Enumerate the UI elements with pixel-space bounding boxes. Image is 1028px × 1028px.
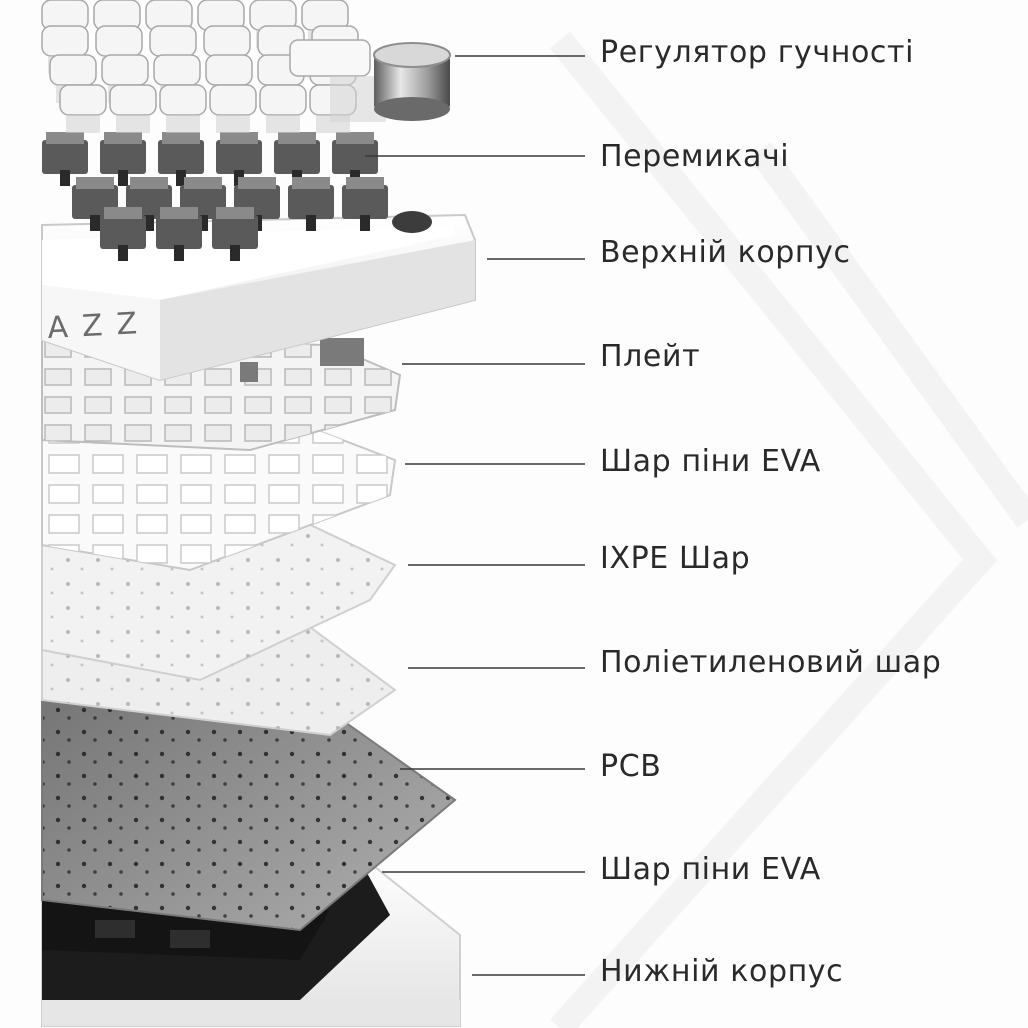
switch	[100, 132, 146, 186]
volume-knob	[373, 42, 451, 121]
switch	[342, 177, 388, 231]
keycap	[159, 84, 207, 133]
switch	[274, 132, 320, 186]
switch	[156, 207, 202, 261]
switch	[288, 177, 334, 231]
label-eva-foam-bottom: Шар піни EVA	[600, 852, 821, 887]
keycaps	[41, 0, 386, 133]
label-plate: Плейт	[600, 339, 701, 374]
label-switches: Перемикачі	[600, 139, 790, 174]
keycap	[209, 84, 257, 133]
label-eva-foam-top: Шар піни EVA	[600, 444, 821, 479]
label-volume-knob: Регулятор гучності	[600, 35, 915, 70]
label-ixpe-layer: IXPE Шар	[600, 541, 751, 576]
switch	[42, 132, 88, 186]
label-bottom-case: Нижній корпус	[600, 954, 844, 989]
keycap	[59, 84, 107, 133]
background-watermark	[549, 31, 1028, 1028]
leader-lines	[365, 55, 585, 976]
switch	[100, 207, 146, 261]
switch	[158, 132, 204, 186]
switch	[212, 207, 258, 261]
label-top-case: Верхній корпус	[600, 235, 851, 270]
keycap	[259, 84, 307, 133]
label-pcb: PCB	[600, 749, 662, 784]
switches	[42, 132, 388, 261]
brand-mark: AZZ	[47, 306, 152, 346]
label-polyethylene-layer: Поліетиленовий шар	[600, 645, 942, 680]
keycap	[109, 84, 157, 133]
